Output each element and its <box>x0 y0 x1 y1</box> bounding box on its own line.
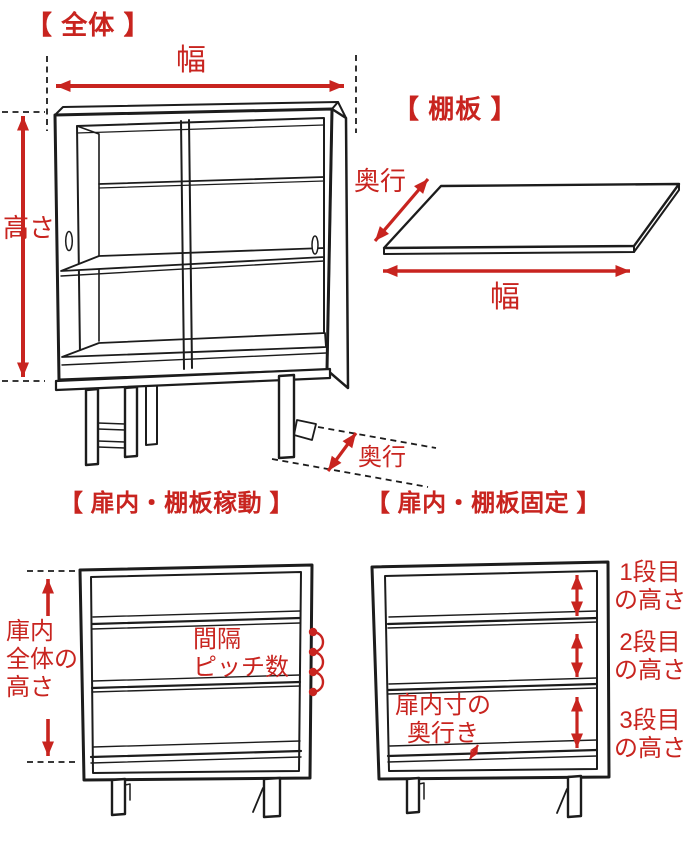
inner-height-line2: 全体の <box>6 645 78 673</box>
overall-extent-dashes <box>2 55 437 488</box>
tier3-height-label: 3段目 の高さ <box>610 707 690 763</box>
shelf-board-section-title: 【 棚板 】 <box>393 94 518 124</box>
tier1-line1: 1段目 <box>619 559 681 586</box>
overall-depth-arrow <box>326 432 358 472</box>
overall-cabinet-drawing <box>53 101 350 467</box>
fixed-cabinet-drawing <box>370 560 611 819</box>
tier1-line2: の高さ <box>614 586 686 614</box>
overall-width-label: 幅 <box>176 44 206 77</box>
pitch-arcs <box>312 630 325 694</box>
tier2-height-label: 2段目 の高さ <box>610 629 690 685</box>
board-width-label: 幅 <box>490 281 520 314</box>
overall-section-title: 【 全体 】 <box>26 10 151 40</box>
fixed-section-title: 【 扉内・棚板固定 】 <box>366 490 601 517</box>
inner-height-label: 庫内 全体の 高さ <box>6 618 78 701</box>
tier3-line2: の高さ <box>614 734 686 762</box>
inner-height-line3: 高さ <box>6 673 54 701</box>
movable-cabinet-drawing <box>78 563 314 819</box>
inner-height-line1: 庫内 <box>6 618 54 645</box>
board-depth-arrow <box>373 177 430 243</box>
movable-extent-dashes <box>27 570 78 763</box>
tier2-line2: の高さ <box>614 656 686 684</box>
tier1-height-label: 1段目 の高さ <box>610 559 690 615</box>
tier3-line1: 3段目 <box>619 707 681 734</box>
board-depth-label: 奥行 <box>354 166 407 196</box>
pitch-line2: ピッチ数 <box>193 653 289 681</box>
movable-section-title: 【 扉内・棚板稼動 】 <box>59 490 294 517</box>
inner-depth-label: 扉内寸の 奥行き <box>392 692 494 748</box>
overall-height-label: 高さ <box>3 213 56 243</box>
pitch-line1: 間隔 <box>193 626 241 653</box>
inner-depth-line1: 扉内寸の <box>395 692 491 719</box>
pitch-label: 間隔 ピッチ数 <box>193 626 289 682</box>
overall-depth-label: 奥行 <box>358 444 406 471</box>
shelf-board-drawing <box>382 182 681 255</box>
pitch-dots <box>308 627 318 697</box>
tier2-line1: 2段目 <box>619 629 681 656</box>
inner-depth-arrow <box>469 744 479 760</box>
inner-depth-line2: 奥行き <box>407 719 479 747</box>
